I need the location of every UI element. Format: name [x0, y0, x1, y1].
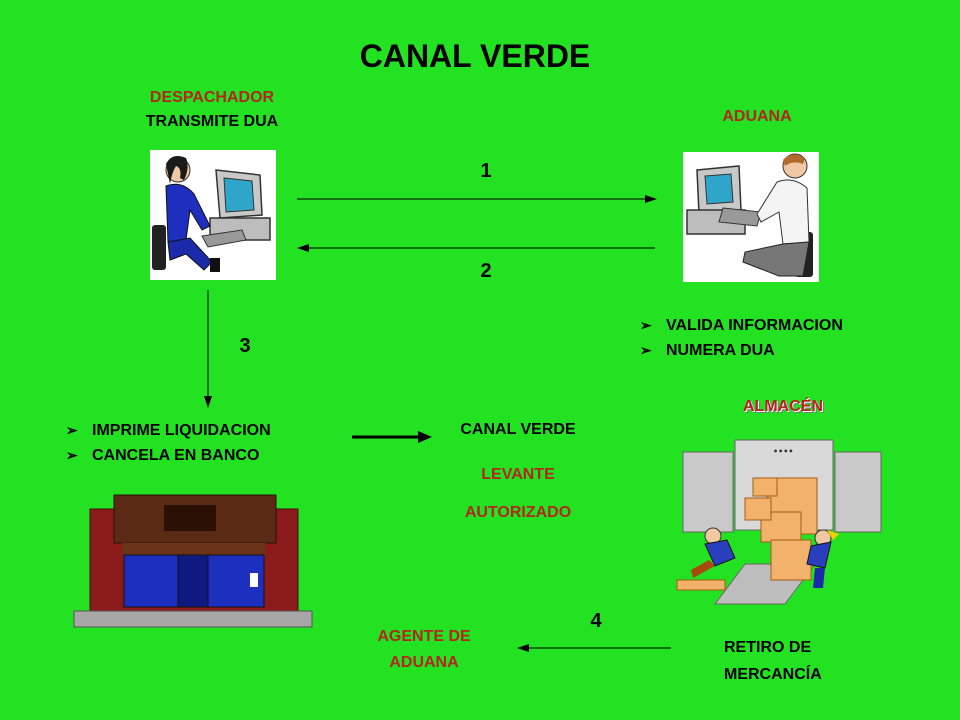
transmite-dua-label: TRANSMITE DUA: [145, 113, 279, 130]
bank-building-icon: [73, 494, 313, 628]
aduana-task-item: ➢NUMERA DUA: [640, 338, 843, 363]
levante-label: LEVANTE: [481, 466, 555, 483]
page-title: CANAL VERDE: [359, 38, 591, 74]
male-computer-user-icon: [683, 152, 819, 282]
despachador-label: DESPACHADOR: [149, 89, 275, 106]
warehouse-workers-icon: ••••: [676, 439, 882, 605]
canal-verde-label: CANAL VERDE: [460, 421, 576, 438]
step-3-label: 3: [239, 335, 251, 357]
agente-label-line1: AGENTE DE: [377, 628, 471, 645]
retiro-label-line1: RETIRO DE: [724, 639, 812, 656]
autorizado-label: AUTORIZADO: [464, 504, 572, 521]
retiro-label-line2: MERCANCÍA: [724, 666, 822, 683]
aduana-label: ADUANA: [722, 108, 792, 125]
arrow-down-step-3: [204, 290, 212, 408]
step-2-label: 2: [480, 260, 492, 282]
arrow-left-step-2: [297, 244, 655, 252]
arrow-left-step-4: [517, 644, 671, 652]
arrowhead-bullet-icon: ➢: [66, 447, 78, 463]
arrowhead-bullet-icon: ➢: [640, 342, 652, 358]
arrowhead-bullet-icon: ➢: [640, 317, 652, 333]
agente-label-line2: ADUANA: [389, 654, 459, 671]
banco-task-item: ➢IMPRIME LIQUIDACION: [66, 418, 271, 443]
aduana-task-item: ➢VALIDA INFORMACION: [640, 313, 843, 338]
step-1-label: 1: [480, 160, 492, 182]
arrow-right-canal: [352, 431, 432, 443]
almacen-label: ALMACÉN: [743, 398, 823, 415]
aduana-task-list: ➢VALIDA INFORMACION ➢NUMERA DUA: [640, 313, 843, 363]
banco-task-list: ➢IMPRIME LIQUIDACION ➢CANCELA EN BANCO: [66, 418, 271, 468]
female-computer-user-icon: [150, 150, 276, 280]
banco-task-item: ➢CANCELA EN BANCO: [66, 443, 271, 468]
svg-text:••••: ••••: [773, 447, 793, 456]
arrowhead-bullet-icon: ➢: [66, 422, 78, 438]
arrow-right-step-1: [297, 195, 657, 203]
step-4-label: 4: [590, 610, 602, 632]
